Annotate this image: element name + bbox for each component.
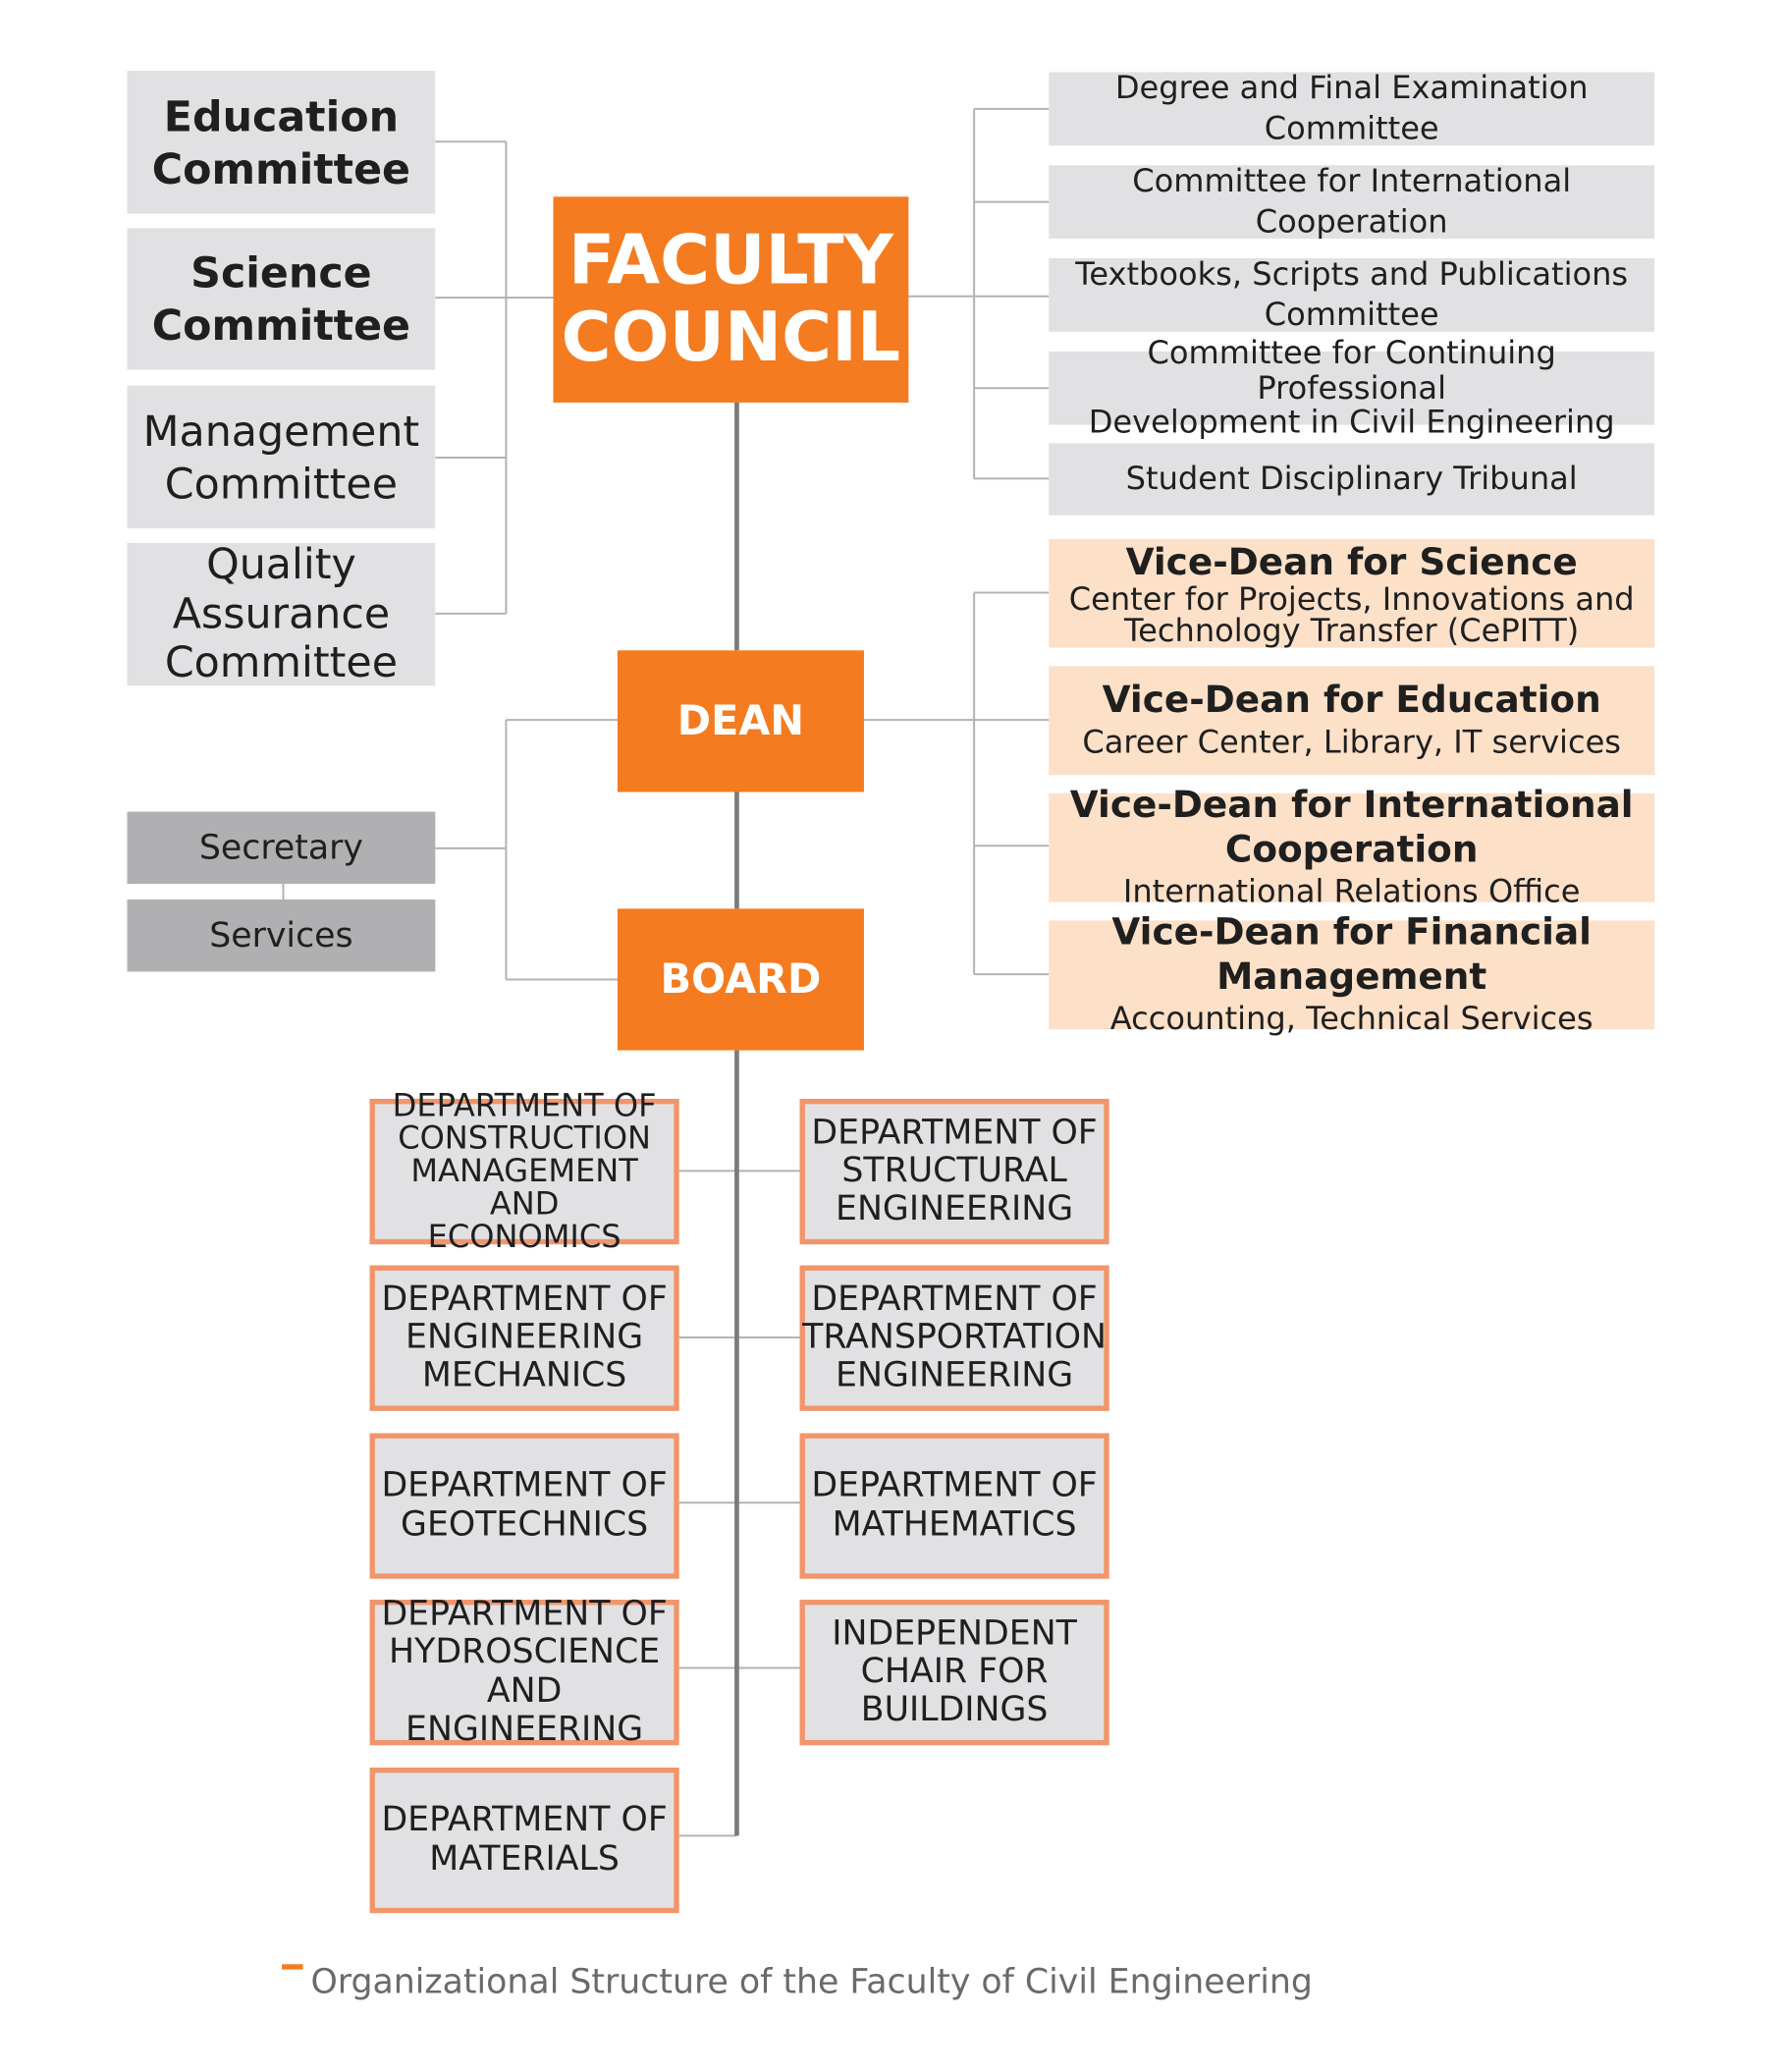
services-label: Services (209, 915, 353, 955)
committee-science: Science Committee (127, 228, 436, 370)
department-materials-label: DEPARTMENT OF MATERIALS (381, 1800, 668, 1879)
vice-dean-international-title: Vice-Dean for International Cooperation (1069, 783, 1634, 871)
department-materials: DEPARTMENT OF MATERIALS (369, 1767, 679, 1914)
vice-dean-international: Vice-Dean for International Cooperation … (1049, 784, 1655, 909)
caption-text: Organizational Structure of the Faculty … (310, 1962, 1313, 2002)
department-hydroscience-label: DEPARTMENT OF HYDROSCIENCE AND ENGINEERI… (381, 1595, 668, 1749)
committee-quality-assurance: Quality Assurance Committee (127, 538, 436, 688)
department-mathematics: DEPARTMENT OF MATHEMATICS (799, 1433, 1109, 1579)
vice-dean-education: Vice-Dean for Education Career Center, L… (1049, 666, 1655, 776)
department-construction-management: DEPARTMENT OF CONSTRUCTION MANAGEMENT AN… (369, 1089, 679, 1253)
vice-dean-science-sub: Center for Projects, Innovations and Tec… (1068, 580, 1635, 650)
board-label: BOARD (660, 955, 822, 1004)
faculty-council-label: FACULTY COUNCIL (561, 222, 901, 377)
department-structural-engineering: DEPARTMENT OF STRUCTURAL ENGINEERING (799, 1098, 1109, 1245)
vice-dean-financial: Vice-Dean for Financial Management Accou… (1049, 910, 1655, 1037)
committee-continuing-development-label: Committee for Continuing Professional De… (1088, 335, 1615, 441)
department-structural-engineering-label: DEPARTMENT OF STRUCTURAL ENGINEERING (811, 1113, 1098, 1229)
department-engineering-mechanics-label: DEPARTMENT OF ENGINEERING MECHANICS (381, 1280, 668, 1395)
dean-box: DEAN (617, 650, 864, 792)
department-engineering-mechanics: DEPARTMENT OF ENGINEERING MECHANICS (369, 1265, 679, 1411)
figure-caption: Organizational Structure of the Faculty … (282, 1963, 1313, 2002)
vice-dean-financial-title: Vice-Dean for Financial Management (1111, 910, 1593, 999)
caption-dash-icon (282, 1964, 303, 1970)
committee-international-cooperation: Committee for International Cooperation (1049, 162, 1655, 240)
independent-chair-buildings-label: INDEPENDENT CHAIR FOR BUILDINGS (832, 1613, 1077, 1730)
vice-dean-international-sub: International Relations Office (1122, 872, 1581, 910)
committee-student-disciplinary: Student Disciplinary Tribunal (1049, 443, 1655, 516)
committee-management: Management Committee (127, 385, 436, 529)
department-transportation-engineering-label: DEPARTMENT OF TRANSPORTATION ENGINEERING (802, 1280, 1108, 1395)
services-box: Services (127, 900, 436, 972)
committee-international-cooperation-label: Committee for International Cooperation (1132, 162, 1572, 241)
committee-quality-assurance-label: Quality Assurance Committee (164, 538, 399, 688)
department-geotechnics-label: DEPARTMENT OF GEOTECHNICS (381, 1466, 668, 1545)
committee-management-label: Management Committee (142, 406, 420, 509)
department-transportation-engineering: DEPARTMENT OF TRANSPORTATION ENGINEERING (799, 1265, 1109, 1411)
vice-dean-education-sub: Career Center, Library, IT services (1082, 723, 1622, 761)
department-construction-management-label: DEPARTMENT OF CONSTRUCTION MANAGEMENT AN… (392, 1087, 657, 1255)
committee-textbooks-label: Textbooks, Scripts and Publications Comm… (1075, 255, 1629, 334)
department-geotechnics: DEPARTMENT OF GEOTECHNICS (369, 1433, 679, 1579)
department-hydroscience: DEPARTMENT OF HYDROSCIENCE AND ENGINEERI… (369, 1596, 679, 1748)
committee-degree-final-exam-label: Degree and Final Examination Committee (1114, 69, 1589, 147)
committee-degree-final-exam: Degree and Final Examination Committee (1049, 70, 1655, 147)
committee-student-disciplinary-label: Student Disciplinary Tribunal (1125, 460, 1578, 497)
secretary-label: Secretary (198, 828, 363, 868)
vice-dean-financial-sub: Accounting, Technical Services (1109, 1000, 1594, 1037)
dean-label: DEAN (676, 697, 805, 745)
vice-dean-science: Vice-Dean for Science Center for Project… (1049, 538, 1655, 650)
vice-dean-education-title: Vice-Dean for Education (1102, 678, 1601, 722)
committee-continuing-development: Committee for Continuing Professional De… (1049, 336, 1655, 440)
independent-chair-buildings: INDEPENDENT CHAIR FOR BUILDINGS (799, 1600, 1109, 1746)
committee-education: Education Committee (127, 71, 436, 214)
committee-textbooks: Textbooks, Scripts and Publications Comm… (1049, 255, 1655, 333)
board-box: BOARD (617, 908, 864, 1051)
secretary-box: Secretary (127, 811, 436, 884)
committee-science-label: Science Committee (151, 247, 411, 351)
department-mathematics-label: DEPARTMENT OF MATHEMATICS (811, 1466, 1098, 1545)
faculty-council-box: FACULTY COUNCIL (553, 196, 909, 403)
vice-dean-science-title: Vice-Dean for Science (1125, 539, 1578, 583)
committee-education-label: Education Committee (151, 90, 411, 193)
